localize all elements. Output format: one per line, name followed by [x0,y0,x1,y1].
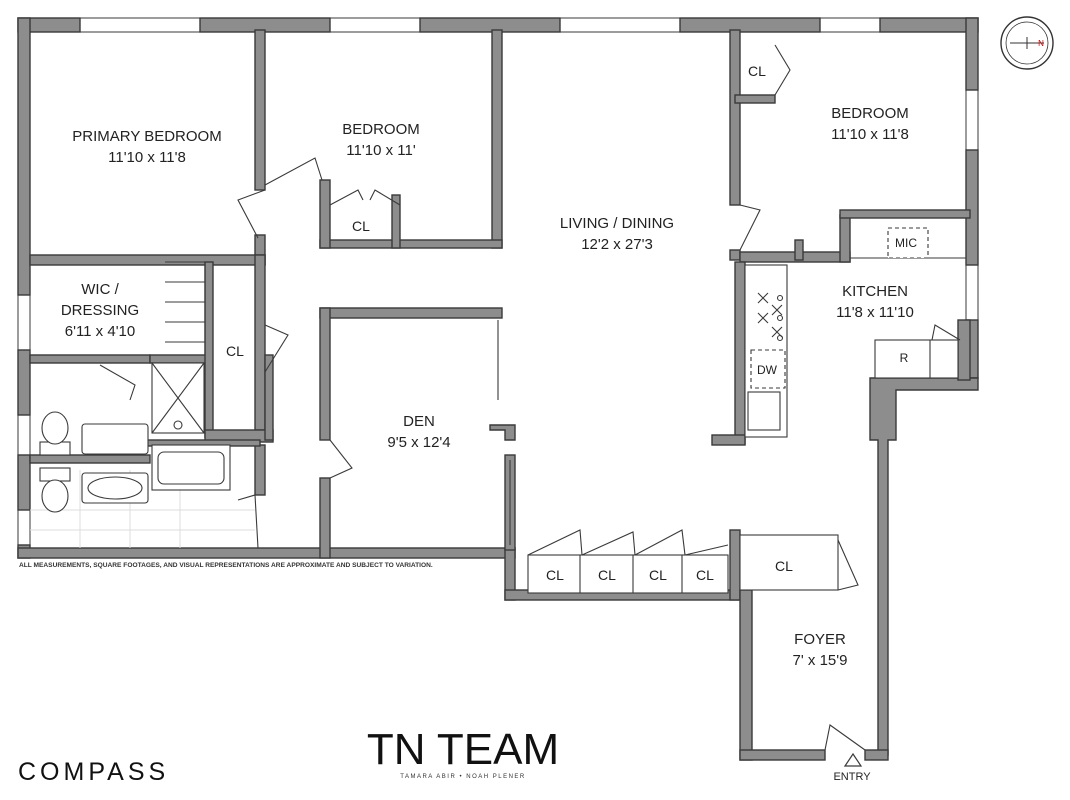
closet-label: CL [775,558,793,574]
foyer-closet [739,534,839,591]
doors [99,44,961,751]
compass-logo: COMPASS [18,758,169,786]
compass-rose-icon [1000,16,1054,70]
wic-shelves [165,261,206,356]
fridge-label: R [900,351,909,365]
bedroom-middle-dims: 11'10 x 11' [346,142,416,159]
closet-bank [527,529,729,594]
bath-fixtures [30,362,255,548]
foyer-dims: 7' x 15'9 [793,652,848,669]
living-dining-dims: 12'2 x 27'3 [581,236,653,253]
living-dining-name: LIVING / DINING [560,215,674,232]
kitchen-name: KITCHEN [842,283,908,300]
room-labels: PRIMARY BEDROOM 11'10 x 11'8 BEDROOM 11'… [61,105,914,669]
closet-label: CL [598,567,616,583]
bedroom-right-dims: 11'10 x 11'8 [831,126,909,143]
entry-label: ENTRY [833,771,871,783]
closet-label: CL [546,567,564,583]
kitchen-fixtures [744,227,966,438]
disclaimer: ALL MEASUREMENTS, SQUARE FOOTAGES, AND V… [19,562,433,569]
compass-north-label: N [1038,39,1044,48]
wic-dims: 6'11 x 4'10 [65,323,136,340]
closet-label: CL [352,218,370,234]
closet-label: CL [748,63,766,79]
foyer-name: FOYER [794,631,846,648]
kitchen-dims: 11'8 x 11'10 [836,304,914,321]
closet-label: CL [226,343,244,359]
appliance-labels: MIC DW R [757,236,917,377]
primary-bedroom-name: PRIMARY BEDROOM [72,128,221,145]
entry-marker [843,752,863,767]
bedroom-right-name: BEDROOM [831,105,909,122]
den-dims: 9'5 x 12'4 [387,434,450,451]
wic-name-line2: DRESSING [61,302,139,319]
microwave-label: MIC [895,236,917,250]
closet-label: CL [649,567,667,583]
closet-label: CL [696,567,714,583]
exterior-walls [17,17,979,761]
closet-labels: CL CL CL CL CL CL CL CL [226,63,793,583]
primary-bedroom-dims: 11'10 x 11'8 [108,149,186,166]
den-name: DEN [403,413,435,430]
bedroom-middle-name: BEDROOM [342,121,420,138]
wic-name-line1: WIC / [81,281,119,298]
team-logo: TN TEAM [367,725,559,774]
team-agents: TAMARA ABIR • NOAH PLENER [400,774,526,780]
dishwasher-label: DW [757,363,778,377]
